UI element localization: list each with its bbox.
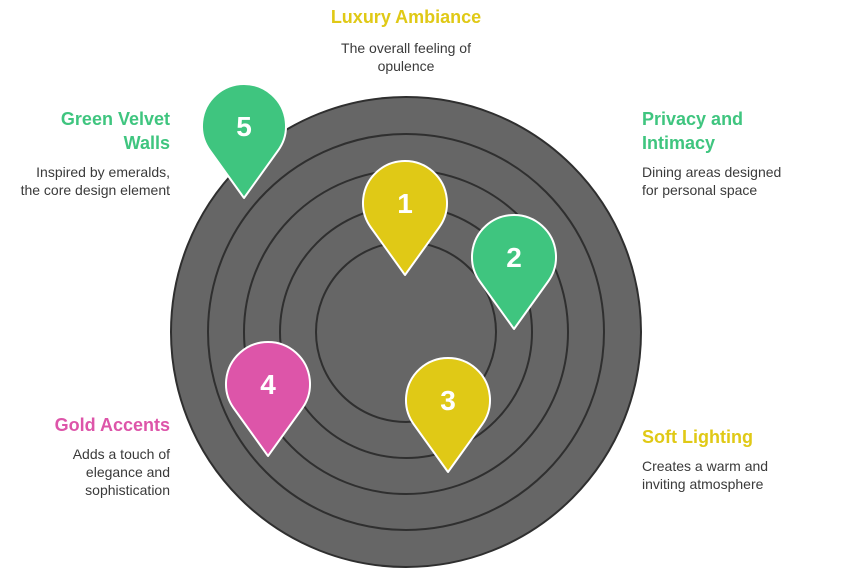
title-line: Intimacy: [642, 133, 716, 153]
label-description: Dining areas designed for personal space: [642, 163, 832, 199]
label-title: Gold Accents: [54, 415, 170, 435]
ring-1: [207, 133, 605, 531]
pin-4: 4: [225, 341, 311, 457]
desc-line: elegance and: [85, 464, 170, 480]
desc-line: Inspired by emeralds,: [36, 164, 170, 180]
pin-marker-shape: [405, 357, 491, 473]
desc-line: for personal space: [642, 182, 758, 198]
pin-number: 5: [236, 111, 252, 142]
pin-number: 1: [397, 188, 413, 219]
label-title: Soft Lighting: [642, 427, 753, 447]
pin-number: 2: [506, 242, 522, 273]
label-green-velvet-walls: Green Velvet Walls Inspired by emeralds,…: [10, 107, 170, 199]
label-description: Creates a warm and inviting atmosphere: [642, 457, 832, 493]
pin-5: 5: [201, 83, 287, 199]
desc-line: Creates a warm and: [642, 458, 769, 474]
pin-marker-shape: [201, 83, 287, 199]
desc-line: sophistication: [85, 482, 170, 498]
pin-2: 2: [471, 214, 557, 330]
pin-number: 3: [440, 385, 456, 416]
pin-number: 4: [260, 369, 276, 400]
desc-line: the core design element: [20, 182, 170, 198]
pin-marker-shape: [225, 341, 311, 457]
desc-line: opulence: [377, 58, 435, 74]
pin-3: 3: [405, 357, 491, 473]
label-title: Green Velvet Walls: [10, 107, 170, 155]
desc-line: Adds a touch of: [72, 446, 170, 462]
ring-outer: [170, 96, 642, 568]
desc-line: Dining areas designed: [642, 164, 782, 180]
desc-line: The overall feeling of: [341, 40, 471, 56]
pin-marker-shape: [362, 160, 448, 276]
label-description: Adds a touch of elegance and sophisticat…: [10, 445, 170, 499]
label-privacy-and-intimacy: Privacy and Intimacy Dining areas design…: [642, 107, 832, 199]
label-title: Privacy and Intimacy: [642, 107, 832, 155]
title-line: Walls: [123, 133, 170, 153]
desc-line: inviting atmosphere: [642, 476, 764, 492]
label-description: Inspired by emeralds, the core design el…: [10, 163, 170, 199]
pin-marker-shape: [471, 214, 557, 330]
pin-1: 1: [362, 160, 448, 276]
title-line: Privacy and: [642, 109, 744, 129]
label-soft-lighting: Soft Lighting Creates a warm and invitin…: [642, 425, 832, 493]
title-line: Green Velvet: [60, 109, 170, 129]
label-luxury-ambiance: Luxury Ambiance The overall feeling of o…: [256, 5, 556, 75]
map-pins: 1 2 3 4 5: [201, 83, 557, 473]
label-description: The overall feeling of opulence: [256, 39, 556, 75]
label-title: Luxury Ambiance: [330, 7, 482, 27]
label-gold-accents: Gold Accents Adds a touch of elegance an…: [10, 413, 170, 499]
